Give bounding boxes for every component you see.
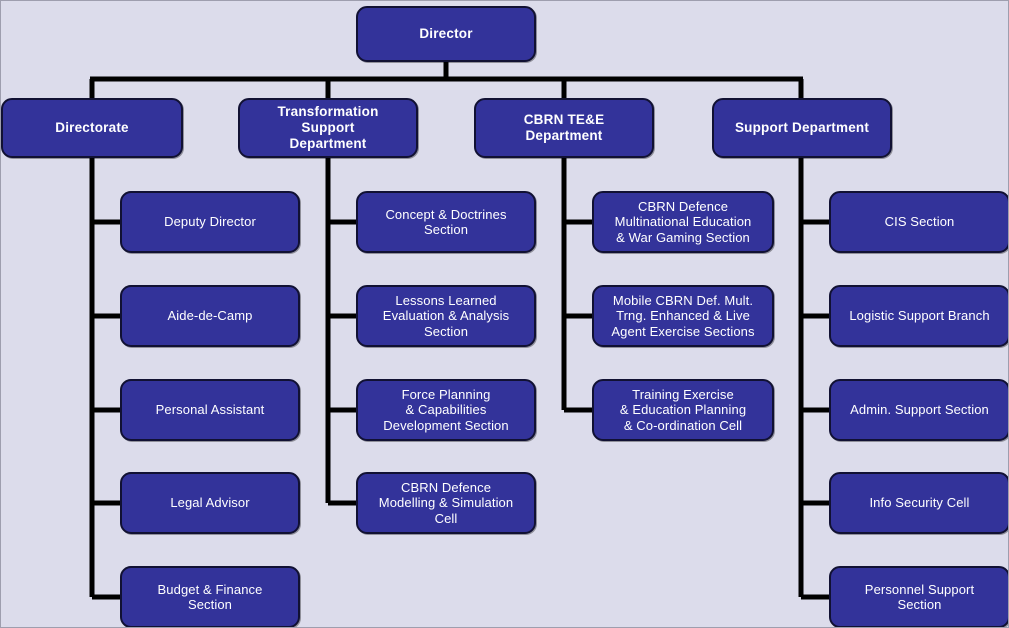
node-cis-section[interactable]: CIS Section — [829, 191, 1008, 253]
node-force-planning-capabilities-development-section[interactable]: Force Planning & Capabilities Developmen… — [356, 379, 536, 441]
node-force-planning-capabilities-development-section-label: Force Planning & Capabilities Developmen… — [383, 387, 509, 433]
node-support-department[interactable]: Support Department — [712, 98, 892, 158]
node-personnel-support-section[interactable]: Personnel Support Section — [829, 566, 1008, 627]
node-cbrn-defence-modelling-simulation-cell-label: CBRN Defence Modelling & Simulation Cell — [378, 480, 514, 526]
node-logistic-support-branch[interactable]: Logistic Support Branch — [829, 285, 1008, 347]
node-transformation-support-department[interactable]: Transformation Support Department — [238, 98, 418, 158]
node-info-security-cell[interactable]: Info Security Cell — [829, 472, 1008, 534]
node-legal-advisor[interactable]: Legal Advisor — [120, 472, 300, 534]
node-transformation-support-department-label: Transformation Support Department — [277, 104, 379, 151]
node-aide-de-camp[interactable]: Aide-de-Camp — [120, 285, 300, 347]
node-deputy-director[interactable]: Deputy Director — [120, 191, 300, 253]
node-cbrn-defence-modelling-simulation-cell[interactable]: CBRN Defence Modelling & Simulation Cell — [356, 472, 536, 534]
node-lessons-learned-evaluation-analysis-section-label: Lessons Learned Evaluation & Analysis Se… — [382, 293, 510, 339]
node-directorate[interactable]: Directorate — [1, 98, 183, 158]
node-director-label: Director — [419, 26, 473, 42]
node-info-security-cell-label: Info Security Cell — [869, 495, 970, 511]
node-logistic-support-branch-label: Logistic Support Branch — [849, 308, 990, 324]
node-personnel-support-section-label: Personnel Support Section — [864, 581, 975, 612]
node-lessons-learned-evaluation-analysis-section[interactable]: Lessons Learned Evaluation & Analysis Se… — [356, 285, 536, 347]
node-personal-assistant-label: Personal Assistant — [155, 402, 265, 418]
node-cbrn-defence-multinational-education-war-gaming-section-label: CBRN Defence Multinational Education & W… — [614, 199, 752, 245]
node-cbrn-tee-department[interactable]: CBRN TE&E Department — [474, 98, 654, 158]
node-budget-finance-section[interactable]: Budget & Finance Section — [120, 566, 300, 627]
node-directorate-label: Directorate — [55, 120, 129, 136]
node-mobile-cbrn-def-mult-trng-enhanced-live-agent-exercise-sections-label: Mobile CBRN Def. Mult. Trng. Enhanced & … — [611, 293, 755, 339]
node-cis-section-label: CIS Section — [884, 214, 955, 230]
node-cbrn-tee-department-label: CBRN TE&E Department — [523, 112, 605, 143]
node-training-exercise-education-planning-co-ordination-cell-label: Training Exercise & Education Planning &… — [619, 387, 747, 433]
node-deputy-director-label: Deputy Director — [164, 214, 256, 230]
node-mobile-cbrn-def-mult-trng-enhanced-live-agent-exercise-sections[interactable]: Mobile CBRN Def. Mult. Trng. Enhanced & … — [592, 285, 774, 347]
node-admin-support-section-label: Admin. Support Section — [850, 402, 989, 418]
node-legal-advisor-label: Legal Advisor — [170, 495, 250, 511]
node-personal-assistant[interactable]: Personal Assistant — [120, 379, 300, 441]
node-cbrn-defence-multinational-education-war-gaming-section[interactable]: CBRN Defence Multinational Education & W… — [592, 191, 774, 253]
node-training-exercise-education-planning-co-ordination-cell[interactable]: Training Exercise & Education Planning &… — [592, 379, 774, 441]
node-support-department-label: Support Department — [734, 120, 870, 136]
node-aide-de-camp-label: Aide-de-Camp — [167, 308, 253, 324]
node-director[interactable]: Director — [356, 6, 536, 62]
node-budget-finance-section-label: Budget & Finance Section — [157, 581, 263, 612]
node-admin-support-section[interactable]: Admin. Support Section — [829, 379, 1008, 441]
node-concept-doctrines-section-label: Concept & Doctrines Section — [385, 206, 507, 237]
node-concept-doctrines-section[interactable]: Concept & Doctrines Section — [356, 191, 536, 253]
